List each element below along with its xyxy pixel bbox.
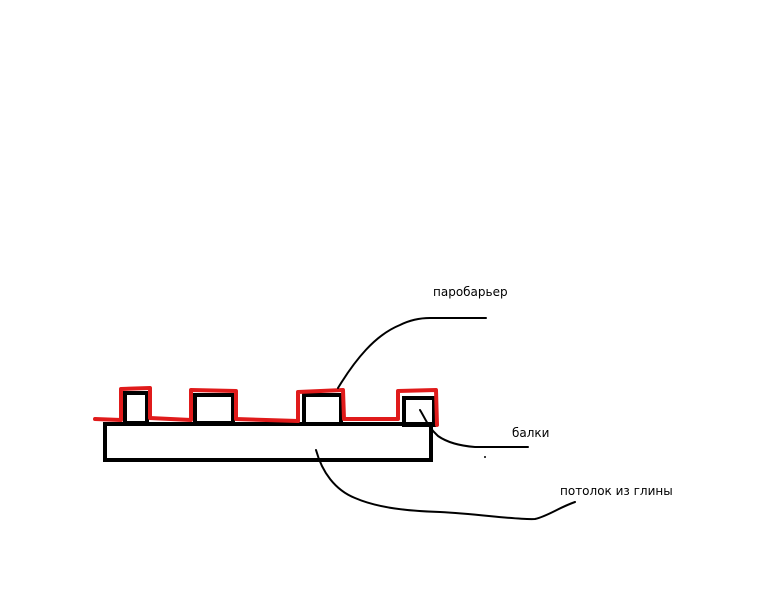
leader-clay-ceiling [315,449,576,521]
clay-ceiling-slab [103,422,433,462]
beam-1 [123,391,149,425]
leader-beams [419,409,529,448]
label-vapor-barrier: паробарьер [433,285,508,299]
label-beams: балки [512,426,550,440]
vapor-barrier-line [93,386,439,427]
beam-3 [302,393,343,426]
beam-2 [193,393,235,425]
leader-beams-dot [484,456,486,458]
leader-vapor-barrier [337,317,487,389]
beam-4 [402,396,436,427]
label-clay-ceiling: потолок из глины [560,484,673,498]
